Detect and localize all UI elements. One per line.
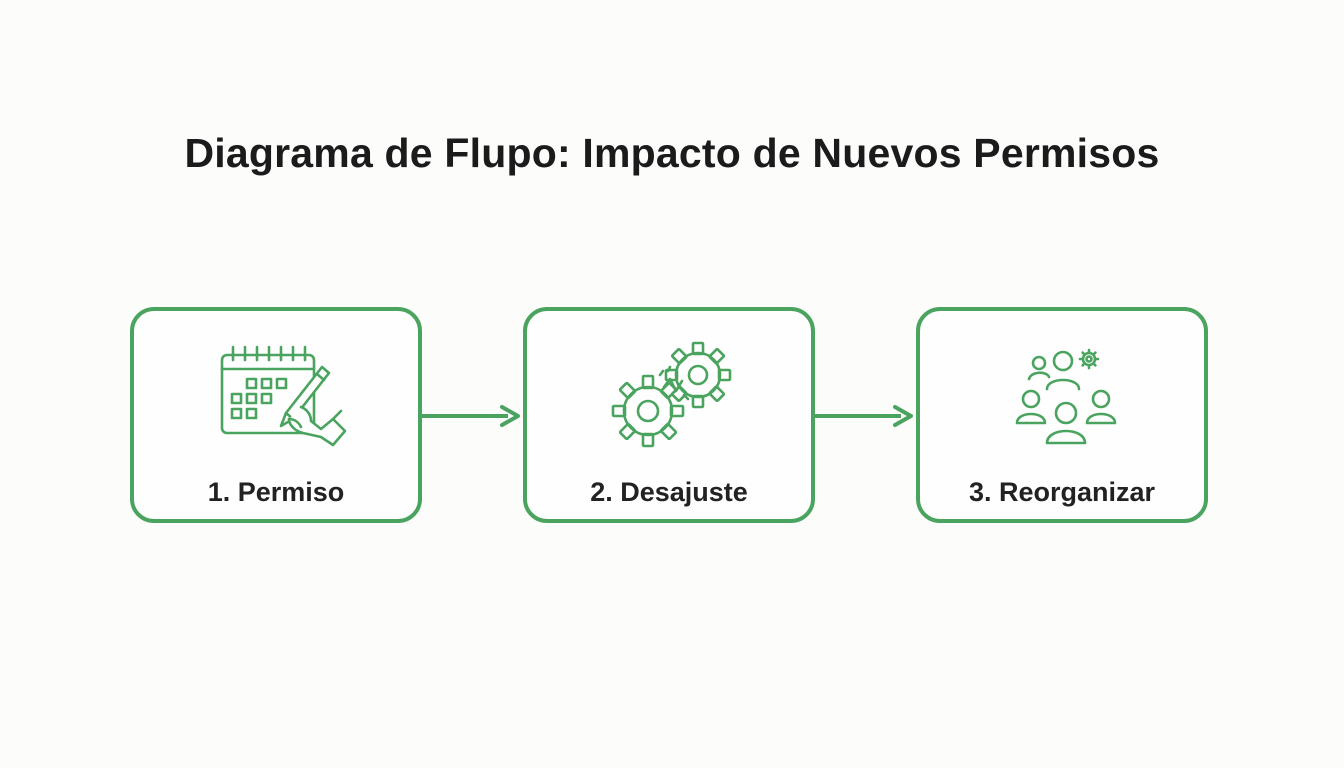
step-label: 3. Reorganizar — [968, 477, 1156, 507]
step-box-desajuste: 2. Desajuste — [523, 307, 815, 523]
step-label: 1. Permiso — [207, 477, 345, 507]
calendar-pen-icon — [205, 333, 355, 453]
step-box-reorganizar: 3. Reorganizar — [916, 307, 1208, 523]
step-label: 2. Desajuste — [590, 477, 748, 507]
flow-arrow — [815, 404, 915, 428]
step-box-permiso: 1. Permiso — [130, 307, 422, 523]
team-gear-icon — [991, 333, 1141, 453]
broken-gears-icon — [598, 333, 748, 453]
flow-arrow — [422, 404, 522, 428]
diagram-title: Diagrama de Flupo: Impacto de Nuevos Per… — [184, 130, 1160, 176]
